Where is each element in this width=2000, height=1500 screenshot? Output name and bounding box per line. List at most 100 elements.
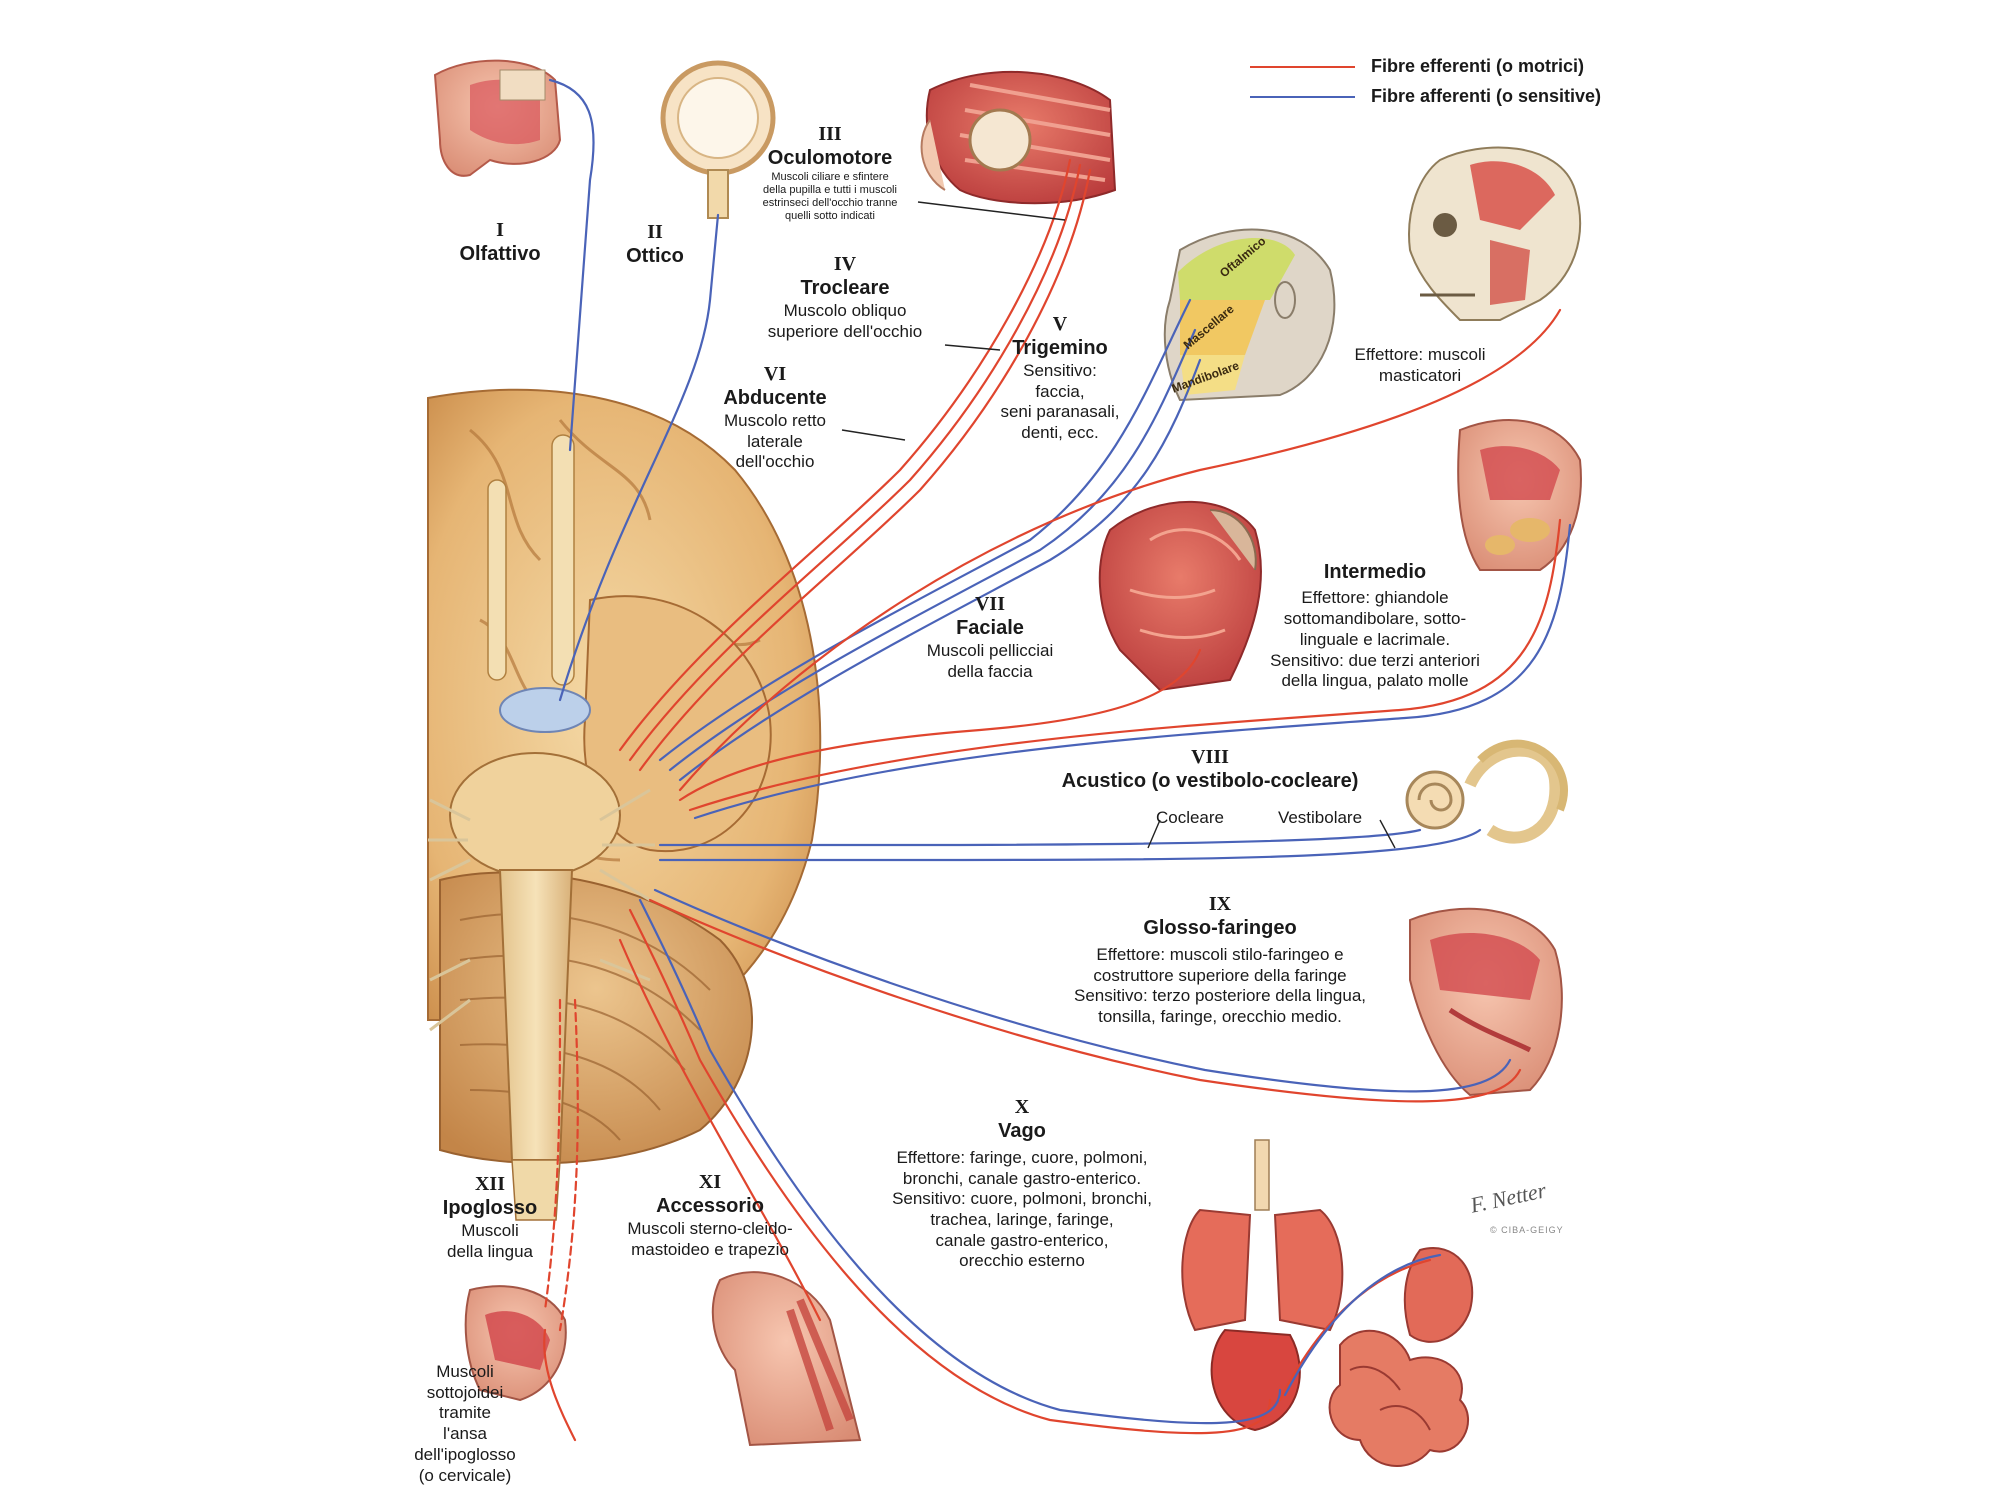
vestibular-afferent bbox=[658, 828, 1482, 862]
trigeminal-numeral: V bbox=[1052, 313, 1068, 335]
trigeminal-desc: Sensitivo: faccia, seni paranasali, dent… bbox=[1000, 360, 1120, 442]
trochlear-name: Trocleare bbox=[800, 277, 890, 300]
intestines bbox=[1328, 1329, 1470, 1467]
ophthalmic-zone bbox=[1178, 237, 1295, 300]
hypoglossal-name: Ipoglosso bbox=[442, 1197, 538, 1220]
infrahyoid-desc: Muscoli sottojoidei tramite l'ansa dell'… bbox=[414, 1362, 516, 1485]
trochlear-desc: Muscolo obliquo superiore dell'occhio bbox=[767, 300, 923, 341]
legend-efferent-label: Fibre efferenti (o motrici) bbox=[1371, 56, 1585, 76]
facial-numeral: VII bbox=[974, 593, 1005, 615]
label-olfactory: I Olfattivo bbox=[435, 218, 565, 267]
glossopharyngeal-desc: Effettore: muscoli stilo-faringeo e cost… bbox=[1074, 944, 1366, 1026]
glossopharyngeal-name: Glosso-faringeo bbox=[1143, 917, 1297, 940]
oculomotor-numeral: III bbox=[818, 123, 842, 145]
vagus-numeral: X bbox=[1014, 1096, 1030, 1118]
accessory-desc: Muscoli sterno-cleido- mastoideo e trape… bbox=[627, 1218, 793, 1259]
label-accessory: XI Accessorio Muscoli sterno-cleido- mas… bbox=[610, 1170, 810, 1260]
brain-base-view bbox=[427, 388, 822, 1221]
legend-afferent-label: Fibre afferenti (o sensitive) bbox=[1371, 86, 1602, 106]
trochlear-efferent bbox=[628, 163, 1082, 762]
vagus-efferent bbox=[628, 908, 1272, 1435]
olfactory-tract bbox=[551, 434, 575, 686]
vestibulocochlear-numeral: VIII bbox=[1191, 746, 1229, 768]
glossopharyngeal-numeral: IX bbox=[1208, 893, 1232, 915]
label-intermedius: Intermedio Effettore: ghiandole sottoman… bbox=[1235, 560, 1515, 692]
label-infrahyoid: Muscoli sottojoidei tramite l'ansa dell'… bbox=[390, 1362, 540, 1486]
label-trigeminal: V Trigemino Sensitivo: faccia, seni para… bbox=[975, 312, 1145, 444]
copyright-mark: © CIBA-GEIGY bbox=[1490, 1225, 1564, 1235]
olfactory-numeral: I bbox=[496, 219, 504, 241]
tongue-section bbox=[464, 1285, 567, 1402]
accessory-efferent bbox=[618, 938, 822, 1322]
facial-desc: Muscoli pellicciai della faccia bbox=[926, 640, 1054, 681]
abducent-numeral: VI bbox=[763, 363, 787, 385]
oculomotor-efferent bbox=[618, 158, 1072, 752]
abducent-desc: Muscolo retto laterale dell'occhio bbox=[723, 410, 827, 472]
intermedius-name: Intermedio bbox=[1323, 561, 1427, 583]
masticator-desc: Effettore: muscoli masticatori bbox=[1354, 345, 1486, 385]
olfactory-name: Olfattivo bbox=[459, 243, 541, 266]
pharynx-section bbox=[1409, 907, 1563, 1097]
heart bbox=[1210, 1328, 1301, 1432]
facial-efferent bbox=[678, 648, 1202, 802]
glossopharyngeal-efferent bbox=[648, 898, 1522, 1103]
nerve-fibers bbox=[543, 78, 1572, 1442]
hypoglossal-efferent bbox=[543, 998, 562, 1312]
label-cochlear: Cocleare bbox=[1135, 808, 1245, 829]
maxillary-zone bbox=[1180, 300, 1265, 355]
label-optic: II Ottico bbox=[590, 220, 720, 269]
label-trochlear: IV Trocleare Muscolo obliquo superiore d… bbox=[740, 252, 950, 342]
left-lung bbox=[1181, 1208, 1252, 1332]
facial-name: Faciale bbox=[956, 617, 1024, 640]
hypoglossal-numeral: XII bbox=[474, 1173, 505, 1195]
optic-chiasm bbox=[499, 687, 591, 733]
vagus-visceral-afferent bbox=[1283, 1253, 1442, 1397]
hypoglossal-desc: Muscoli della lingua bbox=[446, 1220, 533, 1261]
label-hypoglossal: XII Ipoglosso Muscoli della lingua bbox=[420, 1172, 560, 1262]
trigeminal-name: Trigemino bbox=[1012, 337, 1108, 360]
vagus-name: Vago bbox=[998, 1120, 1046, 1143]
leader-lines bbox=[841, 201, 1396, 849]
legend-afferent: Fibre afferenti (o sensitive) bbox=[1250, 86, 1601, 107]
inner-ear bbox=[1405, 739, 1568, 844]
trochlear-numeral: IV bbox=[833, 253, 857, 275]
salivary-glands-section bbox=[1457, 419, 1582, 571]
skull-masticator bbox=[1408, 146, 1582, 321]
abducent-efferent bbox=[638, 168, 1092, 772]
accessory-numeral: XI bbox=[698, 1171, 722, 1193]
vagus-afferent bbox=[638, 898, 1282, 1425]
olfactory-afferent bbox=[548, 78, 595, 452]
glossopharyngeal-afferent bbox=[653, 888, 1512, 1093]
oculomotor-desc: Muscoli ciliare e sfintere della pupilla… bbox=[762, 170, 898, 223]
right-lung bbox=[1273, 1208, 1344, 1332]
cochlear-label: Cocleare bbox=[1155, 808, 1225, 827]
label-vestibular: Vestibolare bbox=[1260, 808, 1380, 829]
legend-efferent: Fibre efferenti (o motrici) bbox=[1250, 56, 1584, 77]
label-vestibulocochlear: VIII Acustico (o vestibolo-cocleare) bbox=[1040, 745, 1380, 794]
eyeball bbox=[660, 60, 776, 219]
orbit-muscles bbox=[920, 70, 1117, 205]
brainstem bbox=[498, 869, 574, 1161]
trigeminal-ophthalmic-afferent bbox=[658, 298, 1192, 762]
trigeminal-mandibular-afferent bbox=[678, 358, 1202, 782]
head-facial-muscles bbox=[1098, 500, 1262, 692]
stomach bbox=[1403, 1247, 1474, 1343]
vestibular-label: Vestibolare bbox=[1277, 808, 1363, 827]
label-masticator-effector: Effettore: muscoli masticatori bbox=[1320, 345, 1520, 386]
pons bbox=[449, 752, 621, 878]
label-abducent: VI Abducente Muscolo retto laterale dell… bbox=[690, 362, 860, 473]
oculomotor-name: Oculomotore bbox=[767, 147, 893, 170]
nose-olfactory-organ bbox=[433, 59, 562, 177]
optic-name: Ottico bbox=[626, 245, 684, 268]
thoracic-abdominal-organs bbox=[1181, 1139, 1474, 1467]
intermedius-desc: Effettore: ghiandole sottomandibolare, s… bbox=[1270, 588, 1480, 691]
optic-afferent bbox=[558, 213, 720, 702]
legend-afferent-line bbox=[1250, 95, 1355, 98]
abducent-name: Abducente bbox=[723, 387, 827, 410]
vagus-desc: Effettore: faringe, cuore, polmoni, bron… bbox=[892, 1147, 1152, 1271]
trigeminal-face-map bbox=[1163, 228, 1336, 402]
label-oculomotor: III Oculomotore Muscoli ciliare e sfinte… bbox=[730, 122, 930, 224]
optic-numeral: II bbox=[647, 221, 663, 243]
label-facial: VII Faciale Muscoli pellicciai della fac… bbox=[900, 592, 1080, 682]
spinal-cord bbox=[511, 1159, 561, 1221]
